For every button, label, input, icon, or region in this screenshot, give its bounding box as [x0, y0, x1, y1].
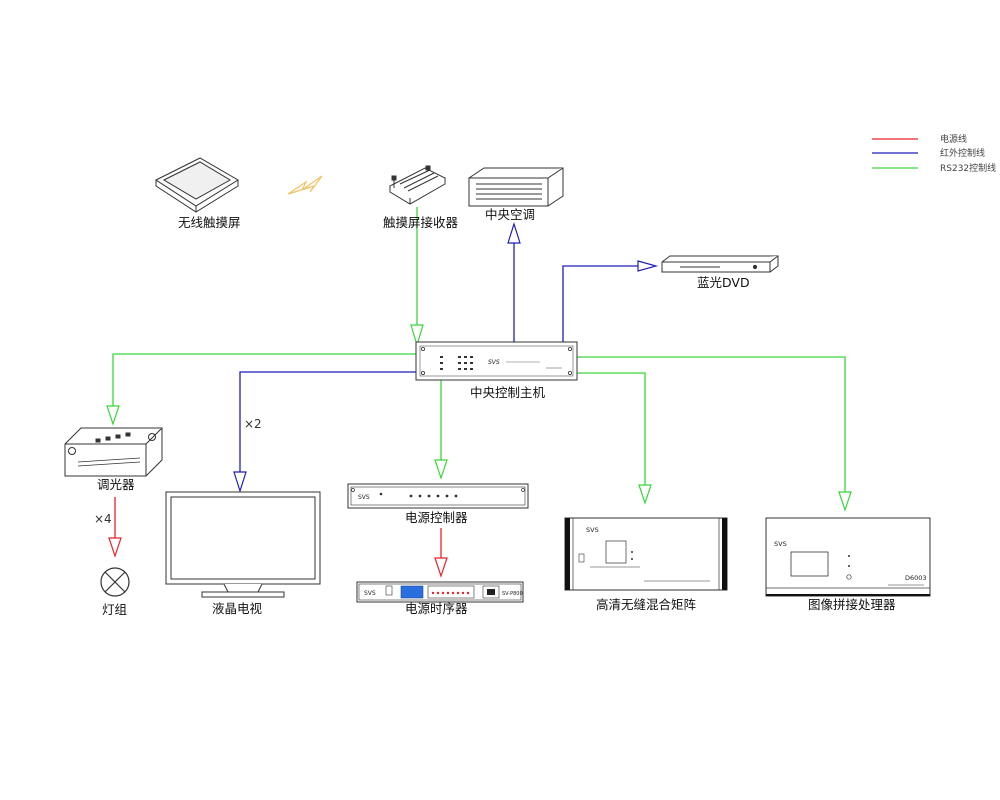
arrow-host-dvd — [637, 260, 659, 272]
tv-multiplier-label: ×2 — [244, 417, 262, 431]
hd-matrix-icon: SVS — [564, 517, 728, 591]
arrow-host-dimmer — [106, 405, 120, 426]
line-host-dvd — [562, 265, 640, 342]
line-host-processor — [577, 356, 846, 492]
bluray-dvd-icon — [661, 255, 779, 273]
central-ac-label: 中央空调 — [485, 207, 535, 222]
image-processor-icon: SVS D6003 — [765, 517, 931, 597]
processor-brand-mark: SVS — [774, 540, 787, 548]
matrix-brand-mark: SVS — [586, 526, 599, 534]
power-controller-label: 电源控制器 — [405, 510, 468, 525]
host-brand-mark: SVS — [488, 359, 500, 366]
processor-model-mark: D6003 — [905, 574, 927, 582]
central-host-label: 中央控制主机 — [470, 385, 546, 400]
line-host-dimmer — [112, 353, 416, 408]
central-ac-icon — [468, 167, 564, 207]
arrow-powerctl-sequencer — [434, 557, 448, 578]
light-group-icon — [100, 567, 130, 597]
power-sequencer-label: 电源时序器 — [405, 601, 468, 616]
wireless-touch-label: 无线触摸屏 — [178, 215, 241, 230]
legend: 电源线 红外控制线 RS232控制线 — [872, 133, 996, 174]
line-host-matrix — [577, 372, 646, 486]
lights-multiplier-label: ×4 — [94, 512, 112, 526]
arrow-host-processor — [838, 491, 852, 512]
arrow-receiver-host — [410, 324, 424, 348]
central-control-host-icon: SVS — [415, 341, 578, 381]
legend-power-label: 电源线 — [940, 133, 967, 145]
power-controller-icon: SVS — [347, 483, 529, 509]
power-sequencer-icon: SVS SV-P800 — [356, 581, 524, 603]
legend-rs232-label: RS232控制线 — [940, 162, 996, 174]
light-group-label: 灯组 — [102, 602, 127, 617]
arrow-dimmer-lights — [108, 537, 122, 558]
sequencer-brand-mark: SVS — [364, 590, 376, 597]
dimmer-icon — [64, 427, 163, 477]
sequencer-model-mark: SV-P800 — [502, 591, 523, 597]
arrow-host-matrix — [638, 484, 652, 505]
dimmer-label: 调光器 — [97, 477, 135, 492]
arrow-host-tv — [233, 471, 247, 493]
touch-receiver-label: 触摸屏接收器 — [383, 215, 459, 230]
wireless-signal-icon — [287, 175, 323, 195]
arrow-host-ac — [507, 222, 521, 244]
image-processor-label: 图像拼接处理器 — [808, 597, 896, 612]
touch-receiver-icon — [388, 165, 447, 205]
arrow-host-powerctl — [434, 459, 448, 480]
wireless-touch-panel-icon — [154, 157, 239, 213]
powerctl-brand-mark: SVS — [358, 494, 370, 501]
line-host-tv — [239, 371, 416, 475]
lcd-tv-label: 液晶电视 — [212, 601, 263, 616]
hd-matrix-label: 高清无缝混合矩阵 — [596, 597, 697, 612]
lcd-tv-icon — [165, 491, 321, 598]
bluray-dvd-label: 蓝光DVD — [697, 275, 750, 290]
legend-ir-label: 红外控制线 — [940, 147, 985, 159]
